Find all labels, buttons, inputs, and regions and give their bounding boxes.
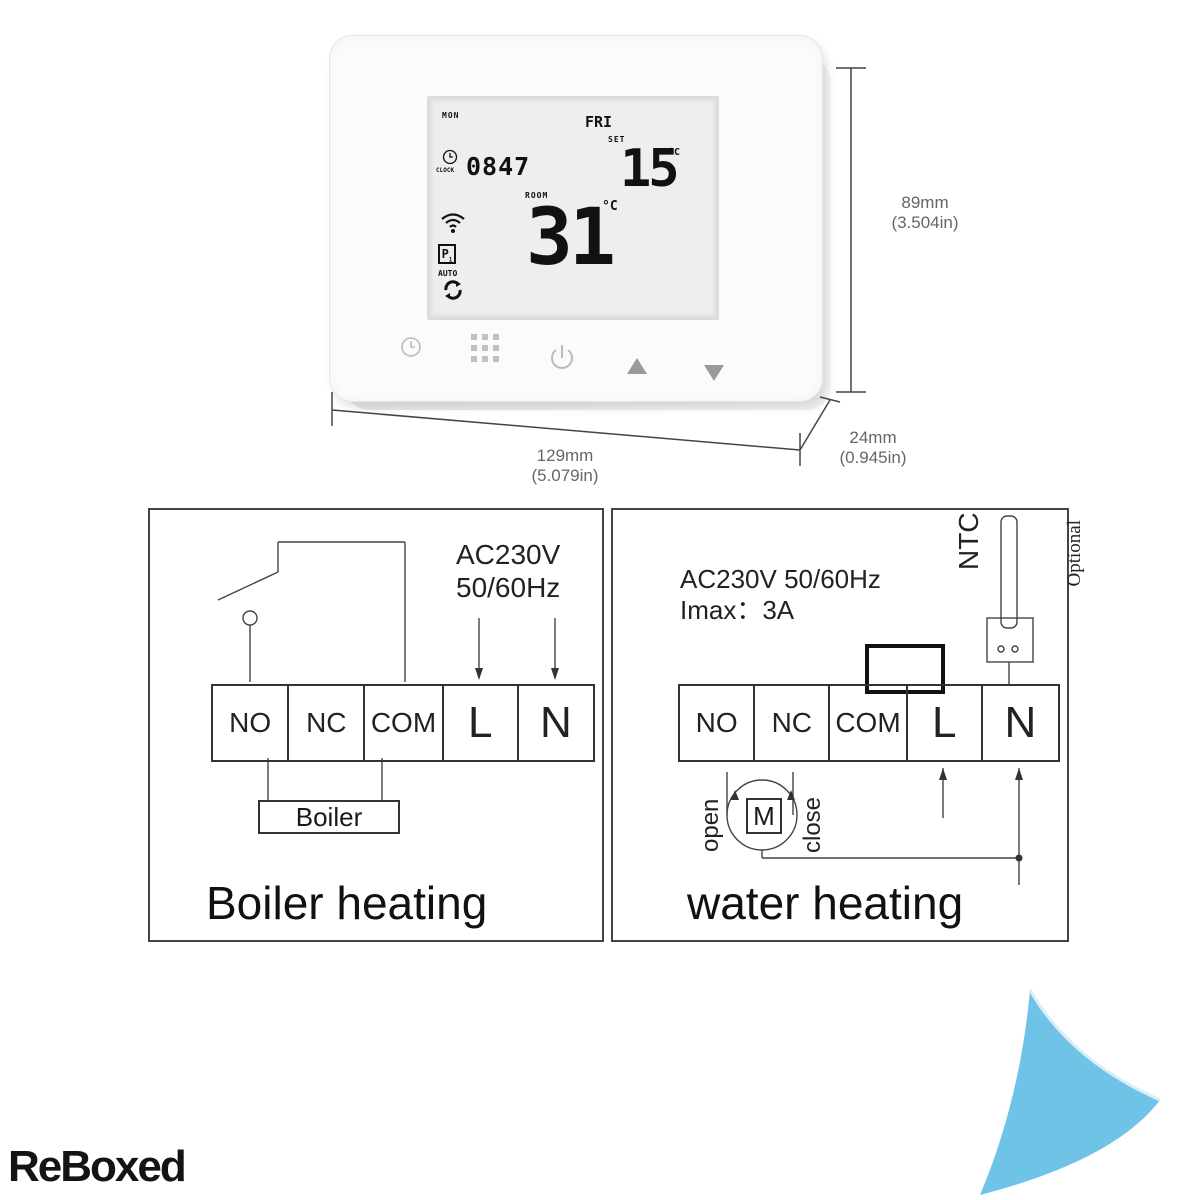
lcd-day-mon: MON	[442, 111, 460, 120]
menu-grid-icon	[471, 334, 499, 362]
boiler-wiring-lines	[217, 541, 559, 802]
boiler-supply-voltage: AC230V	[456, 539, 561, 570]
depth-mm-label: 24mm	[849, 428, 897, 447]
clock-icon	[401, 337, 421, 357]
lcd-clock-icon	[442, 149, 458, 169]
reboxed-logo: ReBoxed	[8, 1142, 187, 1191]
width-mm-label: 129mm	[536, 446, 594, 465]
power-button[interactable]	[548, 343, 576, 378]
clock-button[interactable]	[399, 335, 423, 364]
height-dimension: 89mm (3.504in)	[870, 193, 980, 233]
lcd-set-unit: °C	[668, 147, 681, 158]
width-dimension: 129mm (5.079in)	[510, 446, 620, 486]
boiler-terminal-strip: NO NC COM L N	[211, 684, 595, 762]
water-supply-label: AC230V 50/60Hz Imax：3A	[680, 564, 881, 626]
motor-label: M	[746, 798, 782, 834]
water-terminal-nc: NC	[755, 686, 831, 760]
page-curl-flap	[980, 990, 1160, 1195]
water-terminal-no: NO	[680, 686, 756, 760]
boiler-terminal-nc: NC	[289, 686, 366, 760]
lcd-set-label: SET	[608, 135, 626, 144]
ntc-label: NTC	[953, 512, 984, 570]
menu-button[interactable]	[470, 333, 500, 368]
depth-in-label: (0.945in)	[839, 448, 907, 467]
lcd-room-label: ROOM	[525, 191, 549, 200]
valve-open-label: open	[697, 798, 724, 852]
water-wiring-panel: AC230V 50/60Hz Imax：3A NTC Optional NO N…	[611, 508, 1085, 942]
power-icon	[551, 345, 573, 369]
water-supply-current: Imax：3A	[680, 595, 795, 625]
water-terminal-n: N	[1004, 698, 1037, 747]
boiler-supply-label: AC230V 50/60Hz	[456, 538, 560, 604]
arrow-up-icon	[627, 358, 647, 374]
water-caption: water heating	[687, 877, 964, 929]
width-in-label: (5.079in)	[531, 466, 599, 485]
water-supply-voltage: AC230V 50/60Hz	[680, 564, 881, 594]
optional-label: Optional	[1064, 520, 1085, 587]
water-terminal-com: COM	[830, 686, 908, 760]
auto-cycle-icon	[442, 279, 464, 305]
boiler-wiring-panel: AC230V 50/60Hz NO NC COM L N Boiler Boil…	[148, 508, 604, 942]
up-button[interactable]	[626, 357, 648, 380]
height-in-label: (3.504in)	[891, 213, 959, 232]
lcd-program-badge: P1	[438, 244, 456, 264]
boiler-terminal-com: COM	[365, 686, 444, 760]
boiler-terminal-no: NO	[213, 686, 290, 760]
boiler-terminal-n: N	[540, 698, 572, 747]
water-terminal-l: L	[908, 686, 983, 760]
boiler-terminal-l: L	[444, 686, 519, 760]
lcd-day-fri: FRI	[585, 113, 613, 131]
depth-dimension: 24mm (0.945in)	[818, 428, 928, 468]
page-curl-corner	[944, 989, 1200, 1195]
boiler-caption: Boiler heating	[206, 877, 488, 929]
lcd-display: MON FRI SET 15 °C CLOCK 0847 ROOM 31 °C …	[427, 96, 719, 320]
down-button[interactable]	[703, 364, 725, 387]
lcd-set-temp: 15	[620, 139, 680, 199]
valve-close-label: close	[799, 796, 826, 853]
arrow-down-icon	[704, 365, 724, 381]
lcd-auto-label: AUTO	[438, 269, 458, 278]
wifi-icon	[440, 211, 466, 239]
dimension-lines	[331, 67, 866, 466]
boiler-load-box: Boiler	[258, 800, 400, 834]
water-wiring-lines	[726, 515, 1034, 885]
lcd-clock-label: CLOCK	[436, 167, 455, 174]
lcd-room-temp: 31	[526, 193, 616, 283]
height-mm-label: 89mm	[901, 193, 949, 212]
lcd-room-unit: °C	[602, 199, 618, 214]
boiler-supply-frequency: 50/60Hz	[456, 572, 561, 603]
lcd-clock-time: 0847	[466, 152, 531, 181]
water-terminal-strip: NO NC COM L N	[678, 684, 1060, 762]
